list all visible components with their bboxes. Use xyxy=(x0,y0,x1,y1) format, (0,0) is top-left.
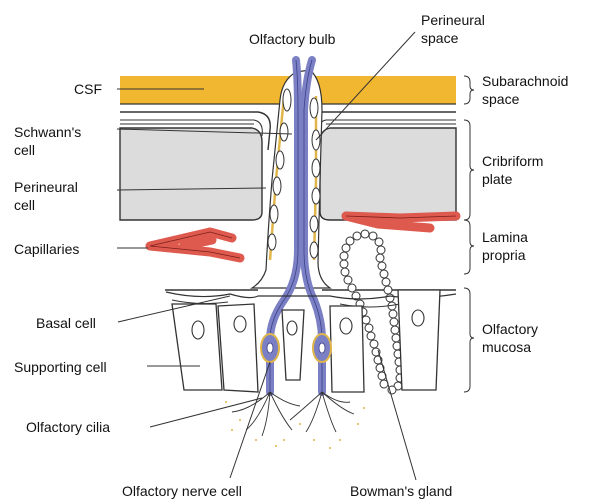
capillaries-right xyxy=(346,216,456,228)
label-schwanns-2: cell xyxy=(14,141,35,159)
label-csf: CSF xyxy=(74,80,102,98)
label-lamina-1: Lamina xyxy=(482,228,528,246)
label-cribriform-2: plate xyxy=(482,170,512,188)
cribriform-plate-left xyxy=(120,128,262,220)
label-perineural-space-1: Perineural xyxy=(421,11,485,29)
label-olfactory-nerve-cell: Olfactory nerve cell xyxy=(122,482,242,500)
label-capillaries: Capillaries xyxy=(14,240,79,258)
label-lamina-2: propria xyxy=(482,246,526,264)
label-olfactory-cilia: Olfactory cilia xyxy=(26,418,110,436)
label-basal-cell: Basal cell xyxy=(36,314,96,332)
label-supporting-cell: Supporting cell xyxy=(14,358,107,376)
label-schwanns-1: Schwann's xyxy=(14,123,81,141)
label-perineural-cell-1: Perineural xyxy=(14,178,78,196)
label-olfactory-mucosa-1: Olfactory xyxy=(482,320,538,338)
label-bowmans-gland: Bowman's gland xyxy=(350,482,452,500)
label-subarachnoid-1: Subarachnoid xyxy=(482,72,568,90)
label-subarachnoid-2: space xyxy=(482,90,519,108)
label-cribriform-1: Cribriform xyxy=(482,152,543,170)
label-perineural-space-2: space xyxy=(421,29,458,47)
cribriform-plate-right xyxy=(320,128,456,220)
label-olfactory-bulb: Olfactory bulb xyxy=(249,30,335,48)
olfactory-cilia-lines xyxy=(232,392,354,436)
label-olfactory-mucosa-2: mucosa xyxy=(482,338,531,356)
capillaries-left xyxy=(150,232,240,258)
label-perineural-cell-2: cell xyxy=(14,196,35,214)
